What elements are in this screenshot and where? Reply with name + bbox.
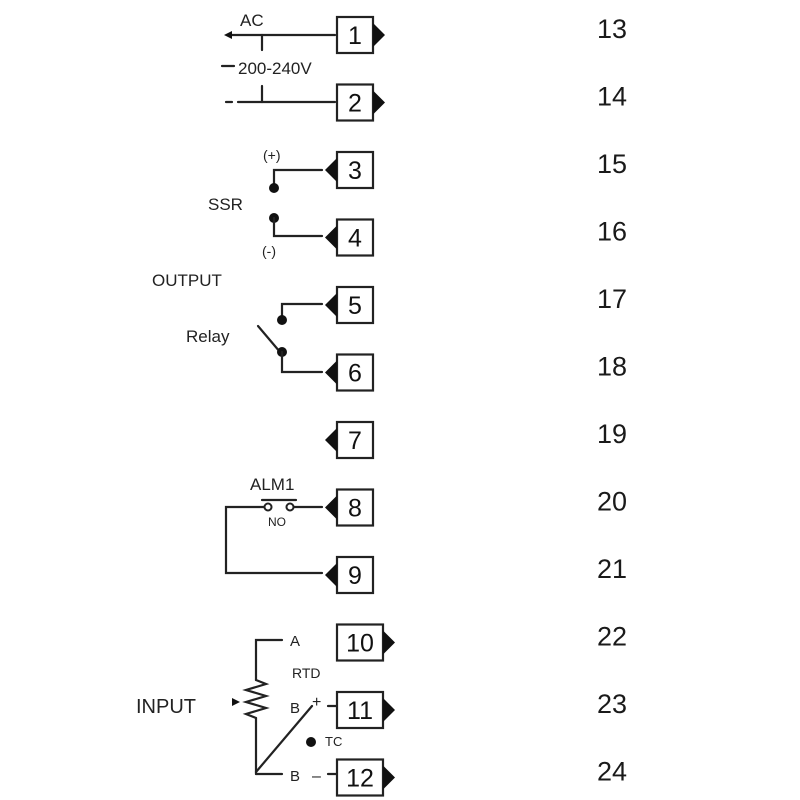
- terminal-number-23: 23: [597, 689, 627, 719]
- label-rtd-a: A: [290, 633, 300, 650]
- arrow-right-icon: [373, 90, 385, 115]
- arrow-left-icon: [325, 428, 337, 452]
- arrow-right-icon: [383, 698, 395, 722]
- wire-input-diag: [254, 704, 314, 774]
- terminal-number-18: 18: [597, 352, 627, 382]
- terminal-box: [335, 623, 385, 662]
- label-input: INPUT: [136, 696, 196, 718]
- terminal-5: 5: [325, 285, 375, 325]
- terminal-11: 11: [335, 690, 395, 730]
- terminal-number: 3: [348, 157, 362, 185]
- label-voltage: 200-240V: [238, 59, 312, 78]
- terminal-number: 11: [347, 697, 373, 725]
- terminal-number: 1: [348, 22, 362, 50]
- label-plus: +: [312, 694, 321, 711]
- terminal-number: 6: [348, 360, 362, 388]
- arrow-left-icon: [325, 225, 337, 250]
- wire-rtd-a: [254, 638, 284, 682]
- wire-ssr-minus: [272, 216, 324, 238]
- terminal-number-17: 17: [597, 284, 627, 314]
- label-ac: AC: [240, 11, 264, 30]
- terminal-12: 12: [335, 758, 395, 797]
- terminal-number: 10: [346, 630, 374, 658]
- arrow-left-icon: [325, 360, 337, 385]
- terminal-number-24: 24: [597, 757, 627, 787]
- terminal-number-21: 21: [597, 554, 627, 584]
- relay-contact: [256, 324, 282, 354]
- ac-power-section: AC 200-240V: [220, 11, 337, 104]
- label-rtd: RTD: [292, 665, 321, 681]
- wire-alarm-left: [224, 505, 324, 575]
- terminal-dot: [277, 315, 287, 325]
- terminal-number-20: 20: [597, 487, 627, 517]
- label-rtd-b2: B: [290, 768, 300, 785]
- arrow-left-icon: [325, 158, 337, 182]
- terminal-box: [335, 758, 385, 797]
- terminal-number-19: 19: [597, 419, 627, 449]
- arrow-right-icon: [383, 765, 395, 790]
- terminal-3: 3: [325, 150, 375, 190]
- terminal-number: 7: [348, 427, 362, 455]
- terminal-box: [335, 488, 375, 527]
- terminal-number: 4: [348, 225, 362, 253]
- terminal-dot: [285, 502, 295, 512]
- terminal-9: 9: [325, 555, 375, 595]
- terminal-number: 5: [348, 292, 362, 320]
- terminal-number: 9: [348, 562, 362, 590]
- terminal-2: 2: [335, 83, 385, 122]
- terminal-box: [335, 420, 375, 460]
- terminal-1: 1: [335, 15, 385, 55]
- label-ssr-minus: (-): [262, 243, 276, 259]
- label-output: OUTPUT: [152, 271, 222, 290]
- label-alm1: ALM1: [250, 475, 294, 494]
- right-terminal-column: 13 14 15 16 17 18 19 20 21 22 23 24: [597, 14, 627, 787]
- label-rtd-b1: B: [290, 700, 300, 717]
- label-ssr-plus: (+): [263, 147, 281, 163]
- terminal-number-13: 13: [597, 14, 627, 44]
- arrow-left-icon: [325, 495, 337, 520]
- arrow-left-icon: [325, 293, 337, 317]
- arrow-right-icon: [383, 630, 395, 655]
- label-no: NO: [268, 515, 286, 529]
- arrow-right-icon: [373, 23, 385, 47]
- terminal-number-16: 16: [597, 217, 627, 247]
- terminal-number-15: 15: [597, 149, 627, 179]
- input-section: A RTD INPUT B + TC B –: [136, 633, 347, 785]
- terminal-number: 12: [346, 765, 374, 793]
- wire-relay-top: [280, 302, 324, 322]
- label-relay: Relay: [186, 327, 230, 346]
- terminal-4: 4: [325, 218, 375, 257]
- terminal-7: 7: [325, 420, 375, 460]
- terminal-dot: [269, 183, 279, 193]
- terminal-dot: [263, 502, 273, 512]
- terminal-number: 8: [348, 495, 362, 523]
- terminal-6: 6: [325, 353, 375, 392]
- label-tc: TC: [325, 734, 342, 749]
- alarm-section: ALM1 NO: [224, 475, 324, 575]
- arrow-right-icon: [232, 698, 240, 706]
- terminal-number-22: 22: [597, 622, 627, 652]
- terminal-number-14: 14: [597, 82, 627, 112]
- terminal-box: [335, 150, 375, 190]
- terminal-8: 8: [325, 488, 375, 527]
- label-ssr: SSR: [208, 195, 243, 214]
- tc-junction-icon: [306, 737, 316, 747]
- rtd-resistor-icon: [242, 678, 270, 720]
- terminal-number: 2: [348, 90, 362, 118]
- terminal-10: 10: [335, 623, 395, 662]
- terminal-box: [335, 285, 375, 325]
- wire-relay-bottom: [280, 350, 324, 374]
- arrow-left-icon: [224, 31, 232, 39]
- label-minus: –: [312, 768, 321, 785]
- relay-section: OUTPUT Relay: [152, 271, 324, 374]
- ssr-section: (+) SSR (-): [208, 147, 324, 259]
- terminal-box: [335, 15, 375, 55]
- arrow-left-icon: [325, 563, 337, 587]
- wire-ssr-plus: [272, 168, 324, 190]
